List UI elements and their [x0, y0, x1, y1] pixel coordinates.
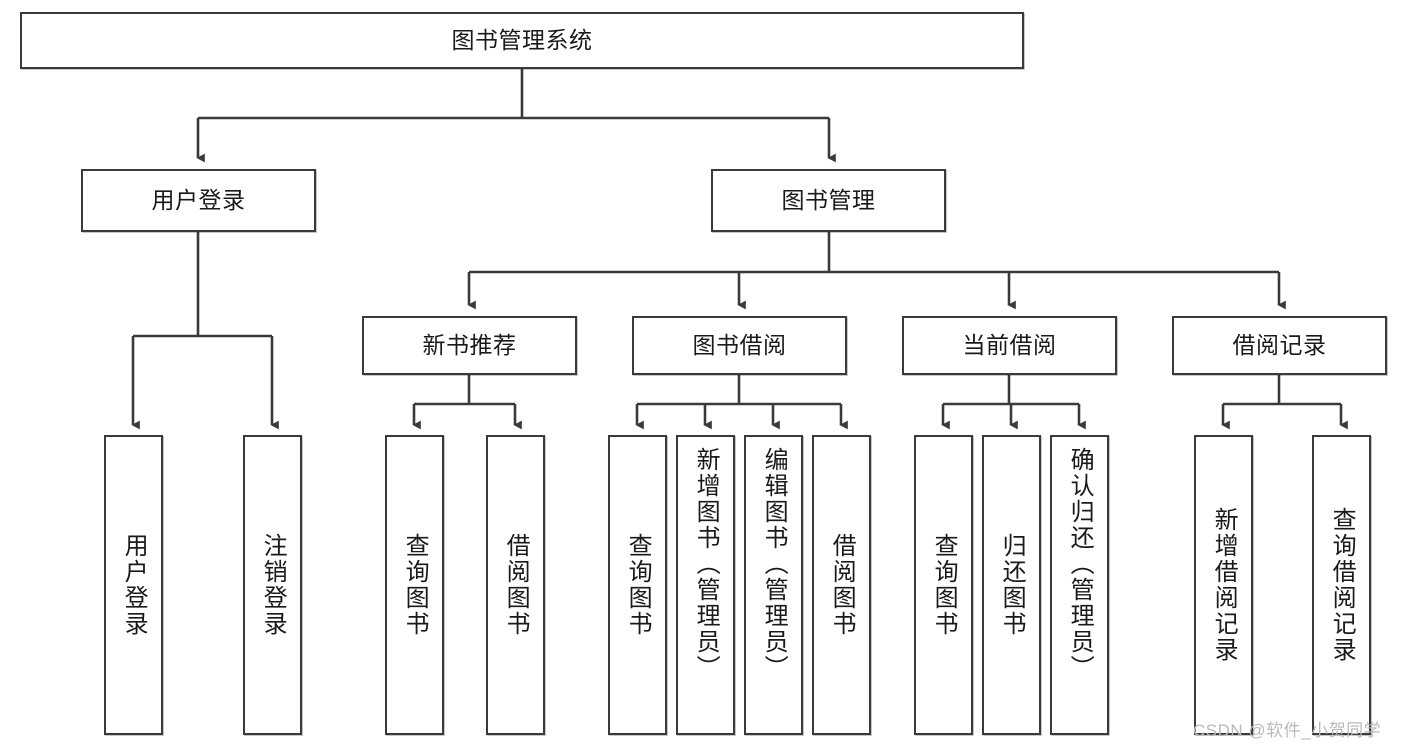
node-label: 用户登录: [151, 186, 246, 213]
node-current-borrow[interactable]: 当前借阅: [902, 316, 1117, 375]
node-user-login[interactable]: 用户登录: [81, 169, 316, 232]
node-borrow-record[interactable]: 借阅记录: [1172, 316, 1387, 375]
node-leaf-add-borrow-record[interactable]: 新增借阅记录: [1194, 435, 1253, 735]
edge-book-manage-to-level2: [467, 232, 1286, 310]
node-label: 查询借阅记录: [1328, 507, 1356, 663]
node-leaf-borrow-book[interactable]: 借阅图书: [812, 435, 871, 735]
node-new-book-recommend[interactable]: 新书推荐: [362, 316, 577, 375]
node-leaf-add-book[interactable]: 新增图书（管理员）: [676, 435, 735, 735]
node-label: 图书管理系统: [451, 26, 593, 53]
node-leaf-query-book-current[interactable]: 查询图书: [914, 435, 973, 735]
node-leaf-query-borrow-record[interactable]: 查询借阅记录: [1312, 435, 1371, 735]
edge-book-borrow-to-leaves: [635, 375, 848, 430]
edge-borrow-record-to-leaves: [1221, 375, 1348, 430]
node-label: 新增借阅记录: [1210, 507, 1238, 663]
edge-new-book-recommend-to-leaves: [412, 375, 522, 430]
node-leaf-query-book-borrow[interactable]: 查询图书: [608, 435, 667, 735]
node-book-borrow[interactable]: 图书借阅: [632, 316, 847, 375]
node-leaf-return-book[interactable]: 归还图书: [982, 435, 1041, 735]
node-label: 用户登录: [120, 533, 148, 637]
node-label: 注销登录: [259, 533, 287, 637]
edge-current-borrow-to-leaves: [941, 375, 1086, 430]
node-leaf-borrow-book-recommend[interactable]: 借阅图书: [486, 435, 545, 735]
node-label: 新增图书（管理员）: [692, 447, 720, 681]
node-label: 查询图书: [401, 533, 429, 637]
node-label: 图书借阅: [692, 331, 787, 358]
node-leaf-user-login[interactable]: 用户登录: [104, 435, 163, 735]
node-leaf-edit-book[interactable]: 编辑图书（管理员）: [744, 435, 803, 735]
node-leaf-query-book-recommend[interactable]: 查询图书: [385, 435, 444, 735]
node-label: 确认归还（管理员）: [1066, 447, 1094, 681]
node-label: 查询图书: [930, 533, 958, 637]
edge-user-login-to-leaves: [131, 232, 279, 430]
node-label: 借阅图书: [502, 533, 530, 637]
node-label: 新书推荐: [422, 331, 517, 358]
node-label: 图书管理: [781, 186, 876, 213]
csdn-watermark: CSDN @软件_小贺同学: [1193, 721, 1382, 740]
node-book-manage[interactable]: 图书管理: [711, 169, 946, 232]
node-root-system[interactable]: 图书管理系统: [20, 12, 1024, 69]
node-label: 编辑图书（管理员）: [760, 447, 788, 681]
node-leaf-confirm-return[interactable]: 确认归还（管理员）: [1050, 435, 1109, 735]
node-label: 归还图书: [998, 533, 1026, 637]
node-leaf-logout-login[interactable]: 注销登录: [243, 435, 302, 735]
node-label: 借阅图书: [828, 533, 856, 637]
node-label: 当前借阅: [962, 331, 1057, 358]
node-label: 查询图书: [624, 533, 652, 637]
node-label: 借阅记录: [1232, 331, 1327, 358]
edge-root-to-level1: [196, 69, 836, 163]
